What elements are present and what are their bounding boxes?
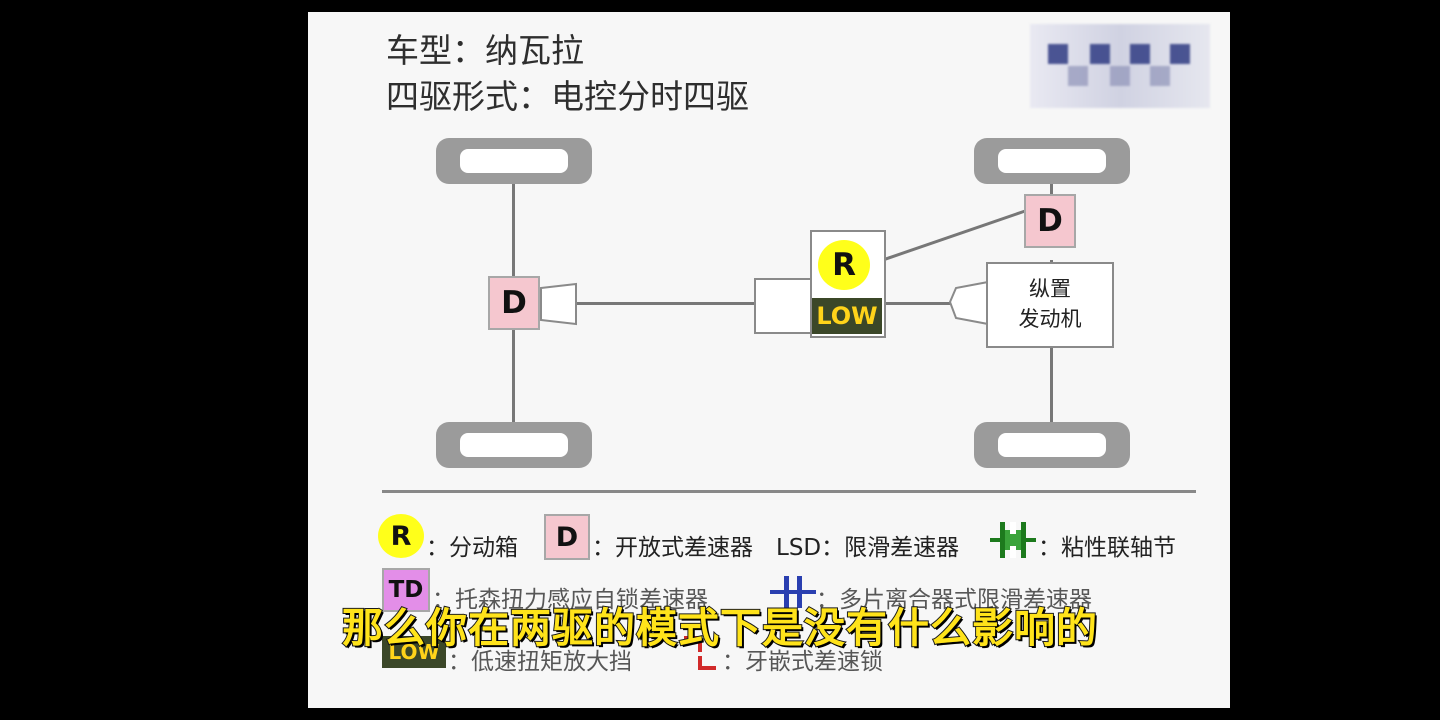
blurred-logo bbox=[1030, 24, 1210, 108]
front-differential: D bbox=[1024, 194, 1076, 248]
legend-transfer-icon: R bbox=[378, 514, 424, 558]
legend-low-icon: LOW bbox=[382, 636, 446, 668]
diff-lock-icon bbox=[684, 636, 716, 670]
legend-multi-plate-label: ：多片离合器式限滑差速器 bbox=[816, 587, 1092, 613]
multi-plate-clutch-icon bbox=[770, 576, 816, 608]
viscous-coupling-icon bbox=[990, 522, 1036, 558]
legend-viscous-label: ：粘性联轴节 bbox=[1038, 535, 1176, 561]
rear-left-tire bbox=[436, 138, 592, 184]
legend-open-diff-icon: D bbox=[544, 514, 590, 560]
rear-right-tire bbox=[436, 422, 592, 468]
diagram-frame: 车型：纳瓦拉 四驱形式：电控分时四驱 D R LOW D 纵置 发动机 bbox=[308, 12, 1230, 708]
rear-diff-housing bbox=[540, 282, 577, 326]
front-right-tire bbox=[974, 422, 1130, 468]
transfer-case-icon: R bbox=[818, 240, 870, 290]
legend-open-diff-label: ：开放式差速器 bbox=[592, 535, 753, 561]
transmission-shaft bbox=[886, 302, 950, 305]
front-driveshaft bbox=[884, 209, 1025, 261]
legend-transfer-label: ：分动箱 bbox=[426, 535, 518, 561]
front-axle-lower bbox=[1050, 348, 1053, 422]
engine-housing bbox=[948, 280, 989, 326]
rear-differential: D bbox=[488, 276, 540, 330]
rear-driveshaft bbox=[576, 302, 756, 305]
vehicle-model-title: 车型：纳瓦拉 bbox=[386, 31, 584, 70]
engine-box bbox=[986, 262, 1114, 348]
legend-lsd-label: LSD：限滑差速器 bbox=[776, 535, 960, 561]
engine-label-line2: 发动机 bbox=[1018, 307, 1082, 331]
drive-type-title: 四驱形式：电控分时四驱 bbox=[386, 77, 749, 116]
transmission-box bbox=[754, 278, 812, 334]
front-left-tire bbox=[974, 138, 1130, 184]
engine-label-line1: 纵置 bbox=[1029, 277, 1071, 301]
legend-low-label: ：低速扭矩放大挡 bbox=[448, 649, 632, 675]
legend-lock-label: ：牙嵌式差速锁 bbox=[722, 649, 883, 675]
engine-label: 纵置 发动机 bbox=[988, 274, 1112, 334]
subtitle-caption: 那么你在两驱的模式下是没有什么影响的 bbox=[341, 603, 1098, 653]
low-range-badge: LOW bbox=[812, 298, 882, 334]
legend-divider bbox=[382, 490, 1196, 493]
legend-torsen-label: ：托森扭力感应自锁差速器 bbox=[432, 587, 708, 613]
legend-torsen-icon: TD bbox=[382, 568, 430, 612]
